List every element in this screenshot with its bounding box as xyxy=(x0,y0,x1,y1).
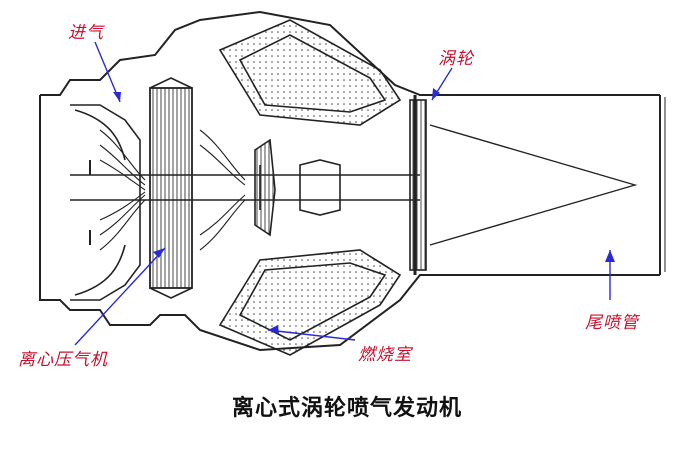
exhaust-cone xyxy=(429,124,638,246)
combustion-chamber-upper xyxy=(218,19,402,126)
label-centrifugal-compressor: 离心压气机 xyxy=(18,350,108,370)
combustion-chamber-lower xyxy=(218,249,402,356)
label-nozzle: 尾喷管 xyxy=(585,313,639,333)
label-turbine: 涡轮 xyxy=(438,49,474,69)
arrow-heads xyxy=(113,88,615,334)
diagram-caption: 离心式涡轮喷气发动机 xyxy=(231,395,462,421)
label-intake: 进气 xyxy=(68,23,104,43)
centrifugal-impeller xyxy=(99,77,246,299)
turbine-wheel xyxy=(409,99,427,271)
main-shaft xyxy=(70,138,420,237)
label-combustor: 燃烧室 xyxy=(358,345,412,365)
